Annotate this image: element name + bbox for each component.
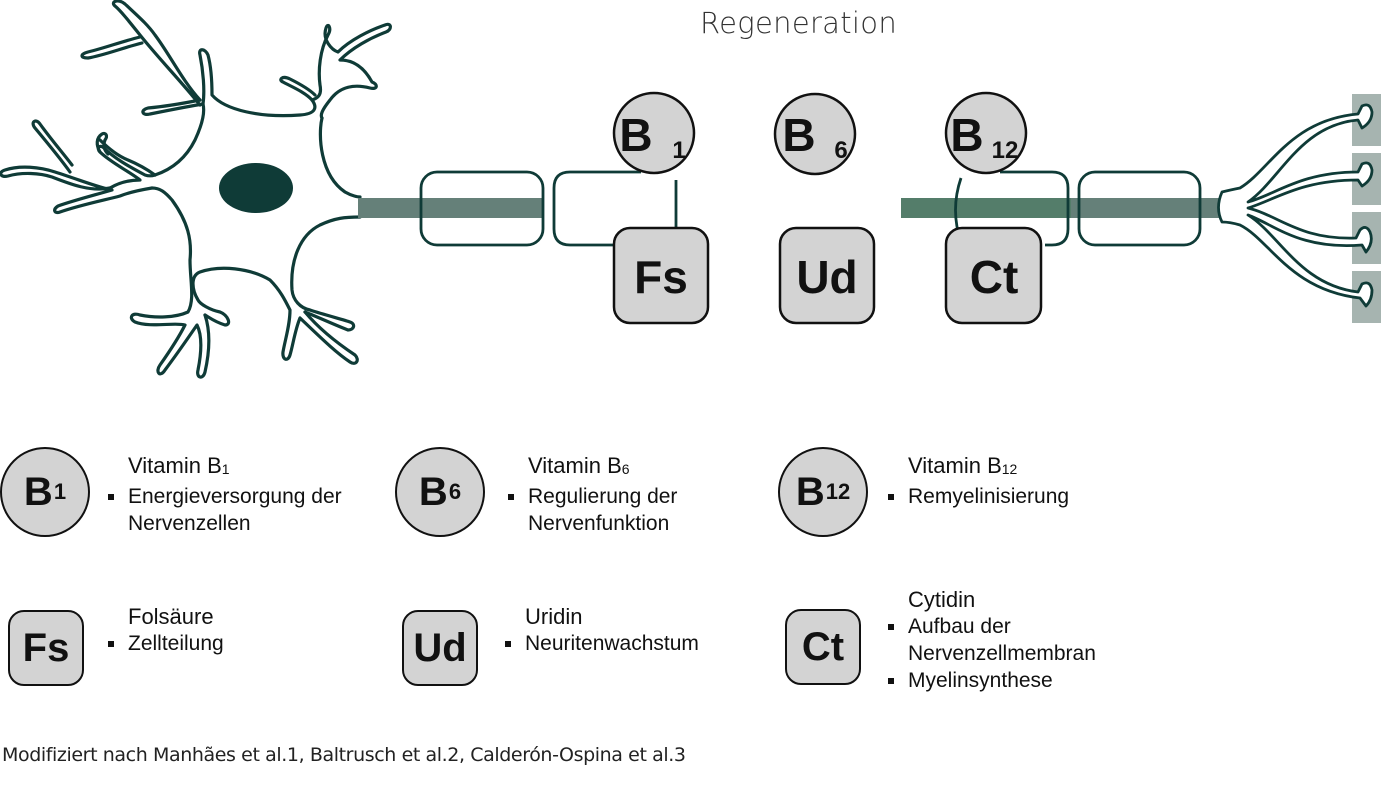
legend-title: Folsäure xyxy=(128,604,214,629)
badge-B12-sub: 12 xyxy=(992,137,1019,164)
myelin-sheath xyxy=(419,170,545,247)
badge-B6-base: B xyxy=(782,109,815,161)
axon-core-distal xyxy=(1071,198,1219,218)
badge-B1: B 1 xyxy=(612,91,696,175)
legend-point: Myelinsynthese xyxy=(888,667,1138,694)
legend-item-B12: Vitamin B12 Remyelinisierung xyxy=(888,452,1069,510)
axon-terminal xyxy=(1217,94,1381,323)
legend-badge-Ct: Ct xyxy=(785,609,861,685)
diagram-title: Regeneration xyxy=(700,6,897,40)
badge-B12: B 12 xyxy=(944,91,1028,175)
myelin-sheath xyxy=(1077,170,1202,247)
badge-B1-sub: 1 xyxy=(672,137,685,164)
legend-point: Zellteilung xyxy=(108,630,224,657)
source-citation: Modifiziert nach Manhães et al.1, Baltru… xyxy=(2,744,686,766)
legend-point: Aufbau der Nervenzellmembran xyxy=(888,613,1138,667)
myelin-sheath xyxy=(552,170,641,247)
badge-B12-base: B xyxy=(950,109,983,161)
legend-point: Regulierung der Nervenfunktion xyxy=(508,483,728,537)
legend-point: Remyelinisierung xyxy=(888,483,1069,510)
badge-B6: B 6 xyxy=(773,92,857,176)
neuron-cell-body xyxy=(0,0,392,379)
legend-title: Cytidin xyxy=(908,587,976,612)
legend-title: Vitamin B xyxy=(528,453,622,478)
neuron-diagram: B 1 B 6 B 12 Fs Ud Ct xyxy=(0,0,1381,379)
legend-item-Fs: Folsäure Zellteilung xyxy=(108,603,224,657)
legend-item-B6: Vitamin B6 Regulierung der Nervenfunktio… xyxy=(508,452,728,537)
legend-title: Vitamin B xyxy=(128,453,222,478)
legend-point: Energieversorgung der Nervenzellen xyxy=(108,483,368,537)
legend-item-B1: Vitamin B1 Energieversorgung der Nervenz… xyxy=(108,452,368,537)
badge-Fs: Fs xyxy=(612,226,710,325)
legend-item-Ct: Cytidin Aufbau der Nervenzellmembran Mye… xyxy=(888,586,1138,694)
myelin-sheaths xyxy=(419,170,1202,247)
legend-item-Ud: Uridin Neuritenwachstum xyxy=(505,603,699,657)
axon-core xyxy=(358,198,542,218)
badge-Ud-label: Ud xyxy=(796,251,857,303)
badge-B1-base: B xyxy=(619,109,652,161)
legend-badge-Ud: Ud xyxy=(402,610,478,686)
nucleus xyxy=(219,163,293,213)
legend-point: Neuritenwachstum xyxy=(505,630,699,657)
legend-title: Uridin xyxy=(525,604,583,629)
axon-core-regenerated xyxy=(901,198,1071,218)
myelin-sheath xyxy=(1000,170,1070,247)
legend-title: Vitamin B xyxy=(908,453,1002,478)
badge-Ct: Ct xyxy=(944,226,1043,325)
legend-badge-Fs: Fs xyxy=(8,610,84,686)
badge-Fs-label: Fs xyxy=(634,251,688,303)
badge-B6-sub: 6 xyxy=(834,137,847,164)
badge-Ud: Ud xyxy=(778,226,876,325)
badge-Ct-label: Ct xyxy=(970,251,1019,303)
